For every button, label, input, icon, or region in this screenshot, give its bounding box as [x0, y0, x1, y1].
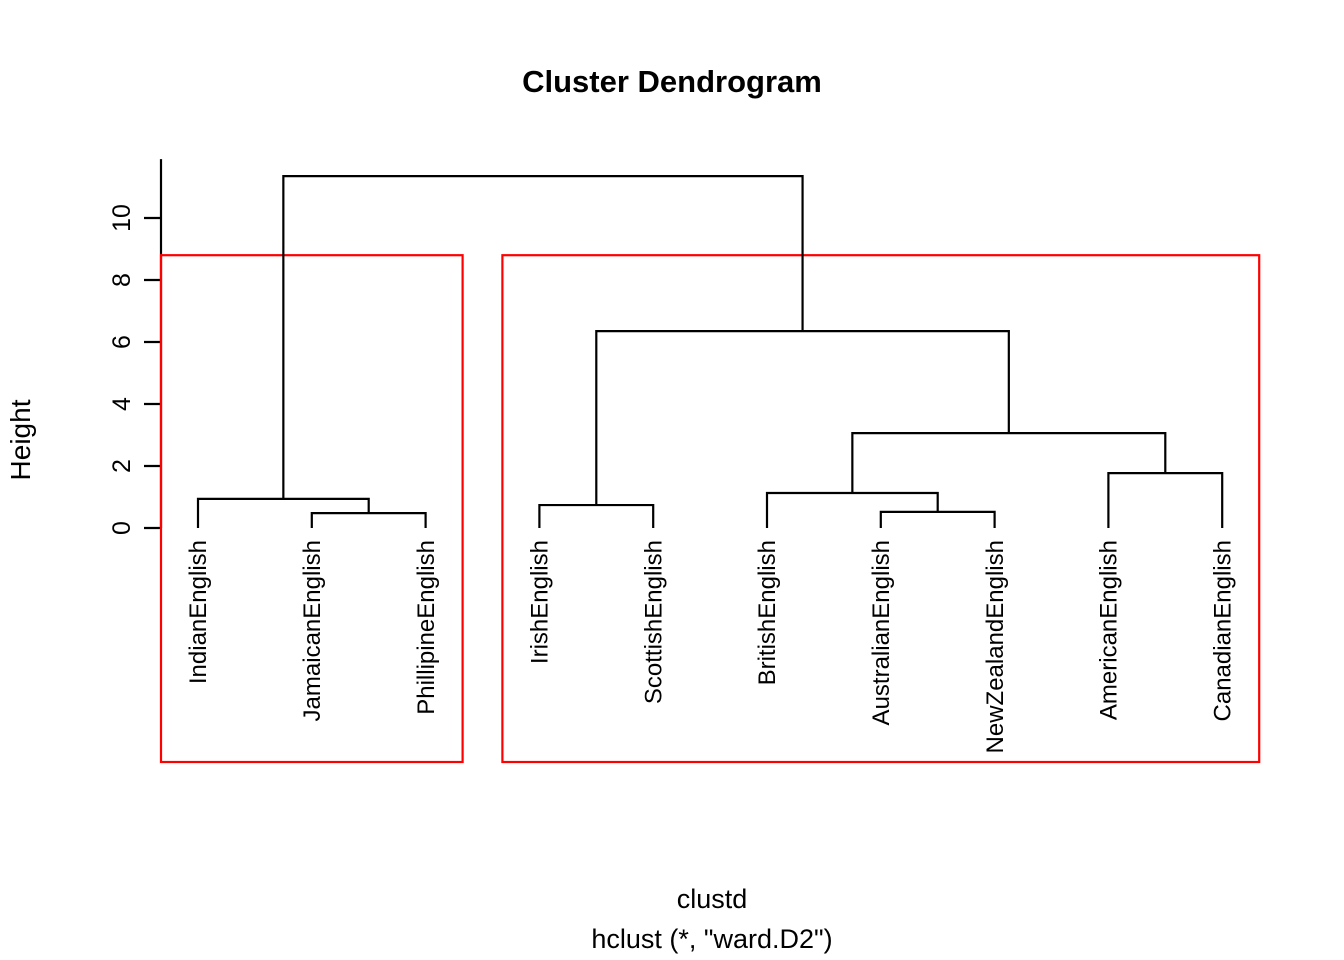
caption-method-label: hclust (*, "ward.D2") [591, 924, 832, 954]
leaf-label-AustralianEnglish: AustralianEnglish [868, 540, 895, 725]
leaf-label-ScottishEnglish: ScottishEnglish [640, 540, 667, 704]
leaf-labels: IndianEnglish JamaicanEnglish PhillipineEn… [185, 540, 1236, 753]
leaf-label-AmericanEnglish: AmericanEnglish [1096, 540, 1123, 720]
cluster-box-cluster-1 [159, 254, 464, 764]
y-axis-tick-label-4: 4 [108, 397, 136, 411]
y-axis-tick-label-0: 0 [108, 521, 136, 535]
y-axis: 0 2 4 6 8 10 [108, 159, 163, 535]
leaf-label-CanadianEnglish: CanadianEnglish [1209, 540, 1236, 721]
leaf-label-IndianEnglish: IndianEnglish [185, 540, 212, 684]
y-axis-tick-label-10: 10 [108, 204, 136, 232]
y-axis-tick-label-8: 8 [108, 273, 136, 287]
leaf-label-PhillipineEnglish: PhillipineEnglish [413, 540, 440, 715]
y-axis-title: Height [5, 399, 36, 480]
dendrogram-branches [196, 175, 1224, 528]
leaf-label-IrishEnglish: IrishEnglish [527, 540, 554, 664]
leaf-label-BritishEnglish: BritishEnglish [754, 540, 781, 685]
cluster-box-cluster-2 [501, 254, 1261, 764]
cluster-boxes [159, 254, 1261, 764]
branch-m9 [282, 175, 804, 499]
leaf-label-JamaicanEnglish: JamaicanEnglish [299, 540, 326, 721]
leaf-label-NewZealandEnglish: NewZealandEnglish [982, 540, 1009, 753]
y-axis-tick-label-6: 6 [108, 335, 136, 349]
page-title: Cluster Dendrogram [522, 64, 822, 99]
y-axis-tick-label-2: 2 [108, 459, 136, 473]
caption-data-label: clustd [677, 884, 748, 914]
